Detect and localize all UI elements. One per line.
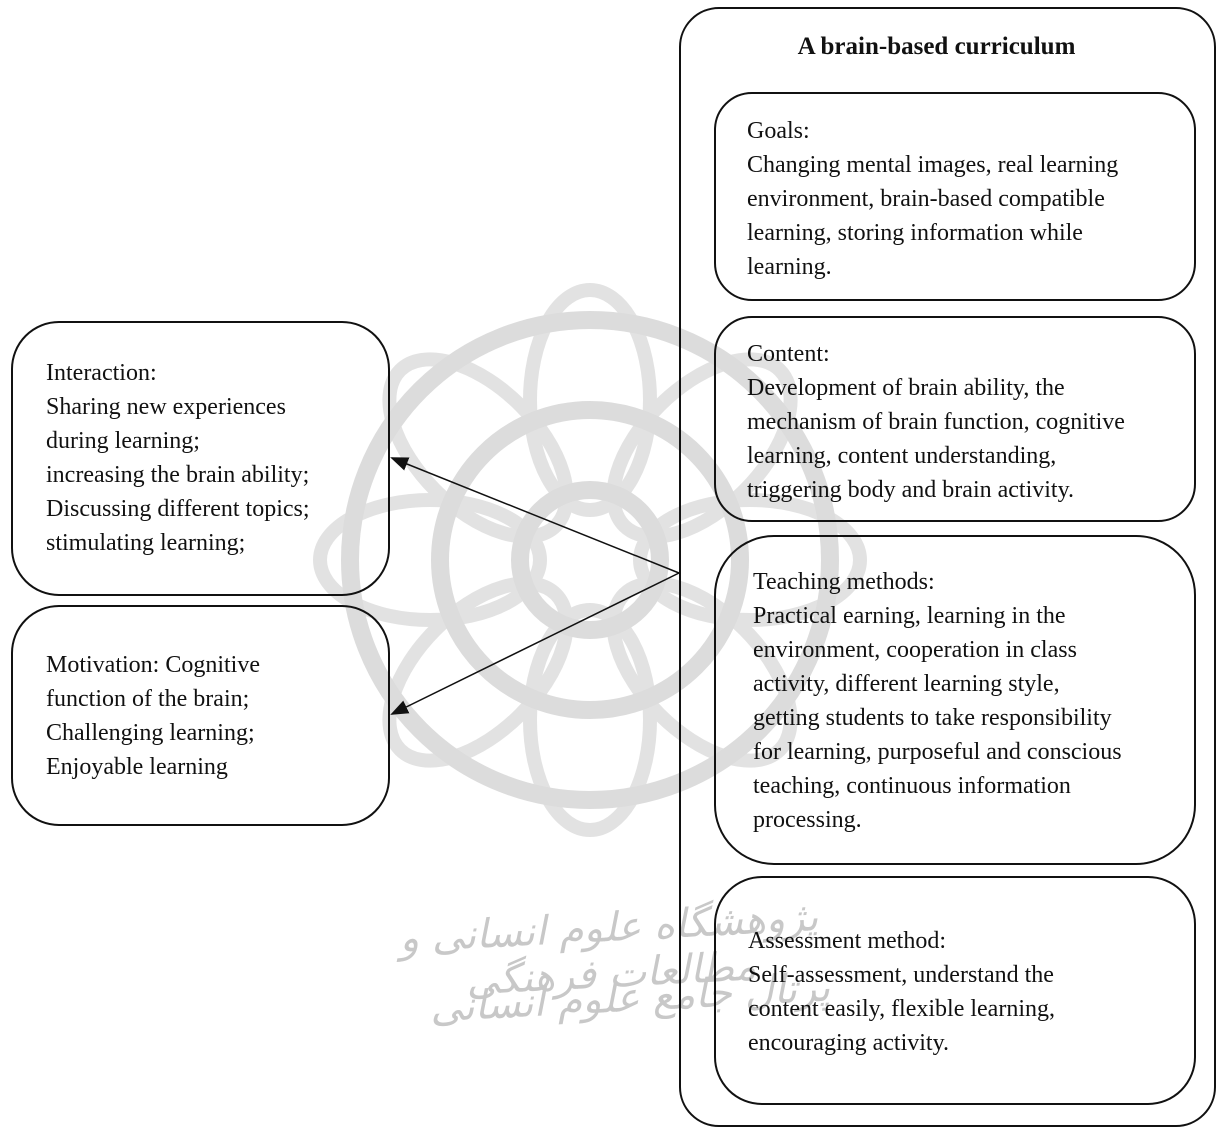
goals-heading: Goals:	[747, 118, 810, 144]
content-box	[714, 316, 1196, 522]
teaching-line: environment, cooperation in class	[753, 637, 1077, 663]
content-line: mechanism of brain function, cognitive	[747, 409, 1125, 435]
interaction-line: during learning;	[46, 428, 200, 454]
interaction-line: Discussing different topics;	[46, 496, 310, 522]
motivation-box	[11, 605, 390, 826]
teaching-line: processing.	[753, 807, 862, 833]
arrow-to-motivation	[390, 572, 680, 715]
goals-box	[714, 92, 1196, 301]
goals-line: Changing mental images, real learning	[747, 152, 1119, 178]
goals-line: environment, brain-based compatible	[747, 186, 1105, 212]
teaching-line: for learning, purposeful and conscious	[753, 739, 1122, 765]
interaction-line: Sharing new experiences	[46, 394, 286, 420]
teaching-methods-box	[714, 535, 1196, 865]
curriculum-title: A brain-based curriculum	[797, 33, 1076, 60]
content-line: triggering body and brain activity.	[747, 477, 1075, 503]
interaction-text: Interaction: Sharing new experiences dur…	[46, 356, 310, 560]
curriculum-container	[679, 7, 1216, 1127]
content-heading: Content:	[747, 341, 830, 367]
motivation-line: Motivation: Cognitive	[46, 652, 260, 678]
motivation-text: Motivation: Cognitive function of the br…	[46, 648, 260, 784]
interaction-box	[11, 321, 390, 596]
goals-text: Goals: Changing mental images, real lear…	[747, 114, 1118, 284]
interaction-line: increasing the brain ability;	[46, 462, 310, 488]
teaching-line: getting students to take responsibility	[753, 705, 1112, 731]
assessment-line: Self-assessment, understand the	[748, 962, 1054, 988]
teaching-line: teaching, continuous information	[753, 773, 1071, 799]
content-line: Development of brain ability, the	[747, 375, 1065, 401]
motivation-line: function of the brain;	[46, 686, 250, 712]
teaching-line: Practical earning, learning in the	[753, 603, 1066, 629]
assessment-heading: Assessment method:	[748, 928, 946, 954]
assessment-method-text: Assessment method: Self-assessment, unde…	[748, 924, 1055, 1060]
assessment-line: encouraging activity.	[748, 1030, 950, 1056]
interaction-line: stimulating learning;	[46, 530, 246, 556]
motivation-line: Enjoyable learning	[46, 754, 228, 780]
arrow-to-interaction	[390, 457, 680, 574]
teaching-heading: Teaching methods:	[753, 569, 935, 595]
motivation-line: Challenging learning;	[46, 720, 255, 746]
content-text: Content: Development of brain ability, t…	[747, 337, 1125, 507]
interaction-heading: Interaction:	[46, 360, 157, 386]
goals-line: learning, storing information while	[747, 220, 1083, 246]
teaching-line: activity, different learning style,	[753, 671, 1060, 697]
teaching-methods-text: Teaching methods: Practical earning, lea…	[753, 565, 1122, 837]
assessment-line: content easily, flexible learning,	[748, 996, 1055, 1022]
content-line: learning, content understanding,	[747, 443, 1057, 469]
goals-line: learning.	[747, 254, 832, 280]
assessment-method-box	[714, 876, 1196, 1105]
